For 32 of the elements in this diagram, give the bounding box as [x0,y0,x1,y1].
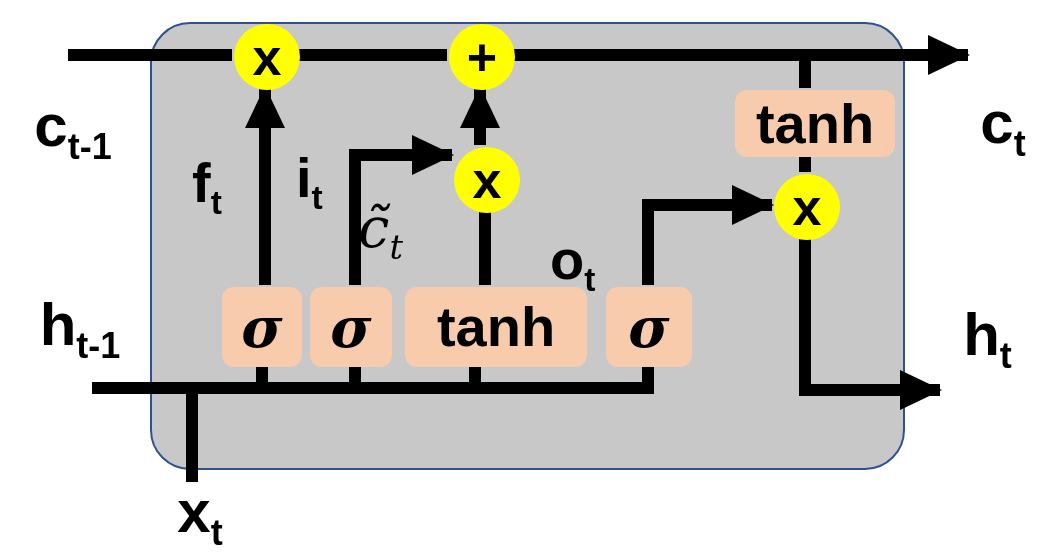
gate-box: σ [606,287,692,367]
state-label: c$_{t-1}$ [8,55,138,165]
activation-box: tanh [735,90,895,157]
connector-line [92,382,192,394]
operation-circle: + [449,24,515,90]
arrow [642,185,774,285]
connector-line [513,49,805,61]
connector-line [479,211,491,285]
connector-line [799,155,811,172]
edge-label: f$_{t}$ [192,155,222,220]
state-label: x$_{t}$ [155,482,245,552]
state-label: h$_{t-1}$ [5,295,155,388]
connector-line [192,382,262,394]
lstm-cell-box [150,22,905,470]
gate-box: σ [310,287,392,367]
state-label: h$_{t}$ [940,305,1035,400]
edge-label: c̃$_{t}$ [358,200,403,265]
operation-circle: x [234,24,300,90]
connector-line [262,382,355,394]
operation-circle: x [454,147,520,213]
arrow [349,135,454,285]
arrow [799,238,942,410]
edge-label: i$_{t}$ [296,150,323,215]
gate-box: σ [222,287,302,367]
connector-line [298,49,447,61]
activation-box: tanh [405,287,587,367]
arrow [805,35,970,75]
connector-line [355,382,475,394]
connector-line [475,365,654,394]
connector-line [68,49,232,61]
operation-circle: x [774,174,840,240]
state-label: c$_{t}$ [968,30,1038,162]
